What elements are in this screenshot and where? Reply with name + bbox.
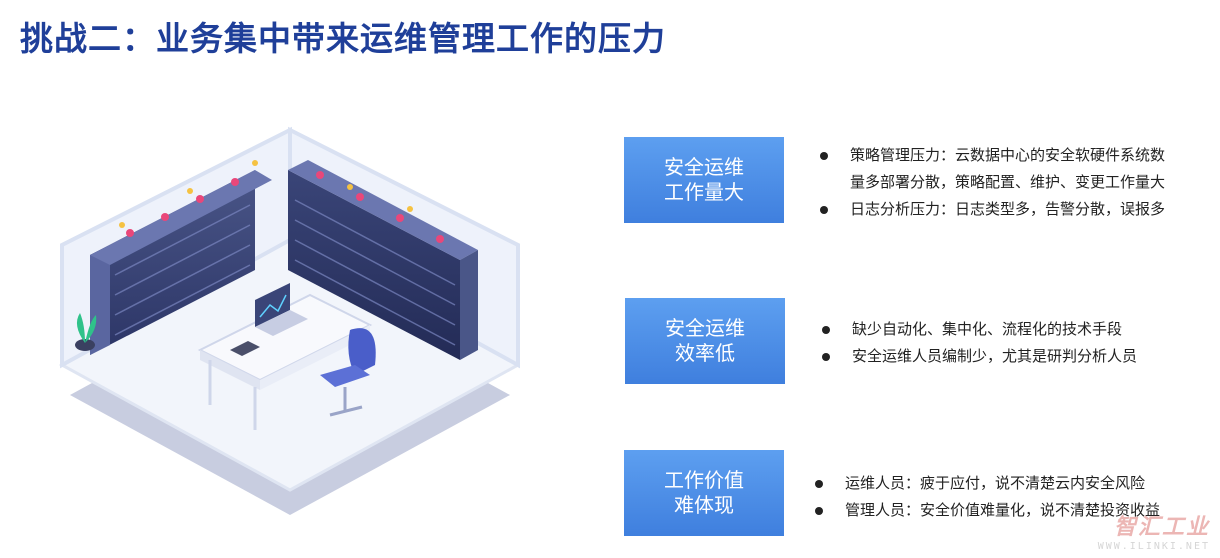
bullet-item: 日志分析压力：日志类型多，告警分散，误报多: [820, 196, 1165, 223]
bullet-text-continued: 量多部署分散，策略配置、维护、变更工作量大: [850, 173, 1166, 191]
challenge-box-efficiency: 安全运维 效率低: [625, 298, 785, 384]
challenge-label-line: 安全运维: [665, 316, 745, 340]
challenge-label-line: 安全运维: [664, 155, 744, 179]
bullet-text: 安全运维人员编制少，尤其是研判分析人员: [852, 347, 1138, 365]
bullet-item: 运维人员：疲于应付，说不清楚云内安全风险: [815, 470, 1160, 497]
bullet-item: 管理人员：安全价值难量化，说不清楚投资收益: [815, 497, 1160, 524]
challenge-bullets-efficiency: 缺少自动化、集中化、流程化的技术手段 安全运维人员编制少，尤其是研判分析人员: [822, 316, 1137, 370]
bullet-text: 管理人员：安全价值难量化，说不清楚投资收益: [845, 501, 1161, 519]
bullet-text: 日志分析压力：日志类型多，告警分散，误报多: [850, 200, 1166, 218]
challenge-label-line: 效率低: [675, 341, 735, 365]
server-room-illustration: [58, 126, 520, 515]
challenge-bullets-workload: 策略管理压力：云数据中心的安全软硬件系统数 量多部署分散，策略配置、维护、变更工…: [820, 142, 1165, 223]
bullet-item: 策略管理压力：云数据中心的安全软硬件系统数 量多部署分散，策略配置、维护、变更工…: [820, 142, 1165, 196]
challenge-box-workload: 安全运维 工作量大: [624, 137, 784, 223]
challenge-label-line: 工作量大: [664, 180, 744, 204]
challenge-label-line: 难体现: [674, 493, 734, 517]
challenge-box-value: 工作价值 难体现: [624, 450, 784, 536]
challenge-bullets-value: 运维人员：疲于应付，说不清楚云内安全风险 管理人员：安全价值难量化，说不清楚投资…: [815, 470, 1160, 524]
watermark-logo: 智汇工业 WWW.ILINKI.NET: [1098, 509, 1210, 552]
bullet-item: 安全运维人员编制少，尤其是研判分析人员: [822, 343, 1137, 370]
bullet-text: 缺少自动化、集中化、流程化的技术手段: [852, 320, 1123, 338]
bullet-text: 运维人员：疲于应付，说不清楚云内安全风险: [845, 474, 1146, 492]
challenge-label-line: 工作价值: [664, 468, 744, 492]
bullet-text: 策略管理压力：云数据中心的安全软硬件系统数: [850, 146, 1166, 164]
bullet-item: 缺少自动化、集中化、流程化的技术手段: [822, 316, 1137, 343]
watermark-text: 智汇工业: [1113, 515, 1210, 540]
watermark-url: WWW.ILINKI.NET: [1097, 541, 1210, 552]
page-title: 挑战二：业务集中带来运维管理工作的压力: [20, 19, 666, 58]
